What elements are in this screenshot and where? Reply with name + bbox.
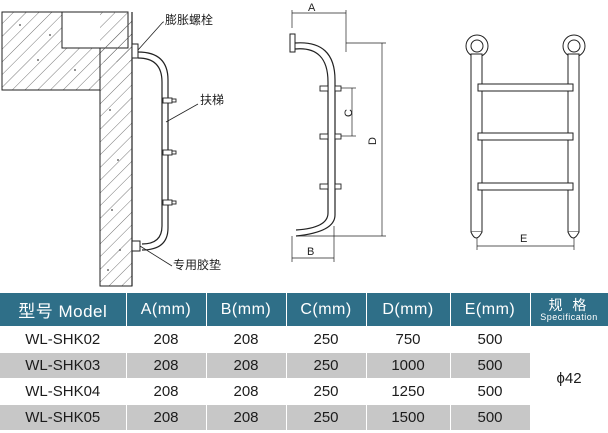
expansion-bolt-label: 膨胀螺栓 [165,12,213,27]
header-specification: 规 格 Specification [530,293,608,327]
dimension-e-label: E [520,233,527,245]
cell-c: 250 [286,352,367,379]
cell-model: WL-SHK04 [0,378,127,405]
tread [477,132,574,141]
rubber-pad-label: 专用胶垫 [173,257,221,272]
tread [477,182,574,191]
cell-a: 208 [126,326,207,353]
cell-a: 208 [126,352,207,379]
side-view: A C D B [289,2,386,262]
cell-e: 500 [450,352,531,379]
header-specification-zh: 规 格 [548,296,590,313]
table-header-row: 型号 Model A(mm) B(mm) C(mm) D(mm) E(mm) 规… [0,293,608,327]
table-row: WL-SHK05 208 208 250 1500 500 [0,404,608,431]
table-row: WL-SHK02 208 208 250 750 500 ϕ42 [0,326,608,431]
cell-a: 208 [126,378,207,405]
rubber-pad [131,240,141,252]
ladder-label: 扶梯 [200,92,224,107]
front-view: E [465,34,586,250]
cell-d: 750 [366,326,451,353]
specification-table-container: 型号 Model A(mm) B(mm) C(mm) D(mm) E(mm) 规… [0,293,608,433]
header-b: B(mm) [206,293,287,327]
cell-a: 208 [126,404,207,431]
section-view: 膨胀螺栓 扶梯 专用胶垫 [1,11,224,287]
dimension-c-label: C [343,109,355,117]
header-d: D(mm) [366,293,451,327]
cell-model: WL-SHK02 [0,326,127,353]
header-model: 型号 Model [0,293,127,327]
cell-b: 208 [206,404,287,431]
dimension-b-label: B [307,246,314,258]
specification-table: 型号 Model A(mm) B(mm) C(mm) D(mm) E(mm) 规… [0,293,608,431]
table-row: WL-SHK03 208 208 250 1000 500 [0,352,608,379]
cell-b: 208 [206,378,287,405]
cell-model: WL-SHK03 [0,352,127,379]
cell-e: 500 [450,326,531,353]
cell-d: 1500 [366,404,451,431]
cell-b: 208 [206,352,287,379]
cell-c: 250 [286,326,367,353]
dimension-a-label: A [308,2,316,14]
pool-wall-section [99,12,133,287]
cell-e: 500 [450,404,531,431]
header-e: E(mm) [450,293,531,327]
cell-d: 1000 [366,352,451,379]
cell-b: 208 [206,326,287,353]
header-specification-en: Specification [540,311,598,322]
cell-c: 250 [286,378,367,405]
dimension-d-label: D [367,137,379,145]
table-row: WL-SHK04 208 208 250 1250 500 [0,378,608,405]
technical-drawing: 膨胀螺栓 扶梯 专用胶垫 A C [1,2,586,287]
header-a: A(mm) [126,293,207,327]
header-c: C(mm) [286,293,367,327]
cell-specification: ϕ42 [530,326,608,431]
expansion-bolt [131,43,139,59]
cell-e: 500 [450,378,531,405]
tread [477,83,574,92]
cell-d: 1250 [366,378,451,405]
cell-model: WL-SHK05 [0,404,127,431]
cell-c: 250 [286,404,367,431]
